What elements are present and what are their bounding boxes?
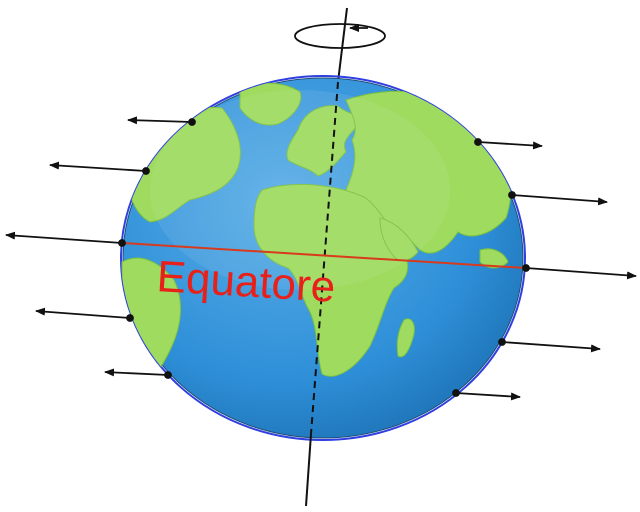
globe <box>120 75 526 441</box>
velocity-arrows-left <box>5 116 196 379</box>
continent-madagascar <box>396 318 415 358</box>
continent-greenland <box>239 82 302 126</box>
velocity-arrow <box>498 338 601 353</box>
velocity-arrow <box>35 307 134 322</box>
globe-highlight <box>150 90 450 290</box>
continent-europe <box>286 105 361 177</box>
rotation-axis-top <box>337 7 348 83</box>
velocity-arrow <box>452 389 521 401</box>
equator-label: Equatore <box>155 252 336 312</box>
velocity-arrow <box>127 116 196 126</box>
equator-line <box>121 242 527 269</box>
velocity-arrow <box>508 191 608 206</box>
velocity-arrow <box>474 138 543 150</box>
rotation-axis-bottom <box>305 433 312 507</box>
globe-sphere-outline <box>120 75 526 441</box>
velocity-arrow <box>522 264 637 280</box>
velocity-arrow <box>49 161 150 175</box>
rotation-axis-inside <box>310 81 339 435</box>
velocity-arrow <box>104 368 172 379</box>
velocity-arrows-right <box>452 138 637 401</box>
rotation-indicator <box>294 23 386 49</box>
velocity-arrow <box>5 231 126 247</box>
continent-africa <box>253 183 409 377</box>
